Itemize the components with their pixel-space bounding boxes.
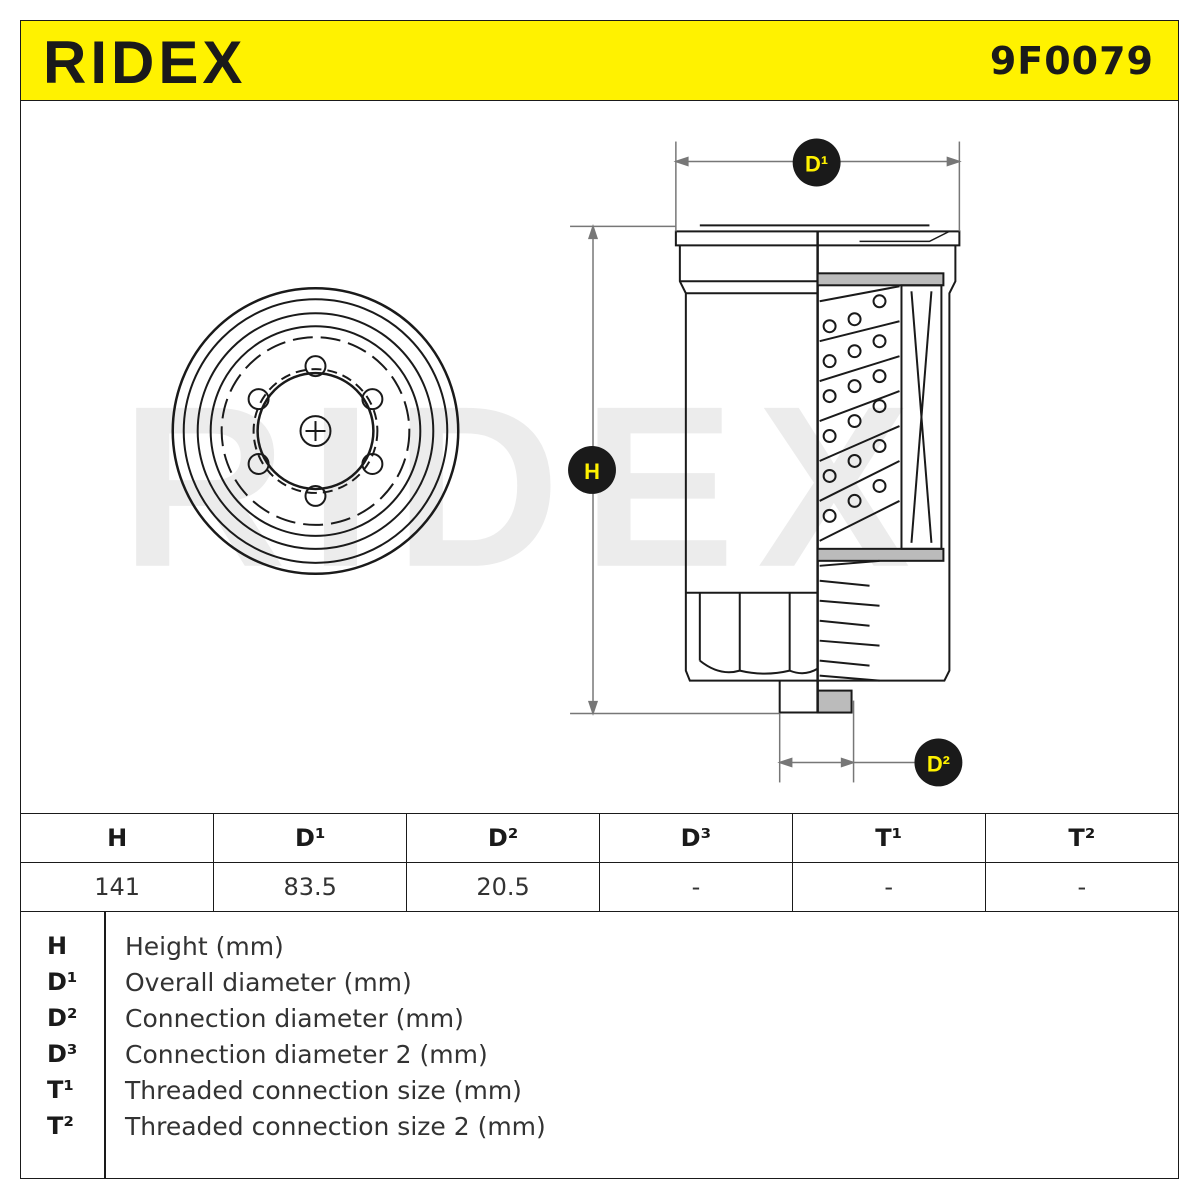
end-view bbox=[171, 287, 460, 576]
svg-text:RIDEX: RIDEX bbox=[43, 29, 246, 96]
legend-text: Connection diameter 2 (mm) bbox=[125, 1040, 488, 1069]
header-d2: D² bbox=[406, 813, 600, 863]
value-t2: - bbox=[984, 862, 1178, 912]
side-view bbox=[674, 224, 961, 714]
legend-item: D³ Connection diameter 2 (mm) bbox=[21, 1040, 1178, 1076]
legend-symbol: T¹ bbox=[47, 1076, 74, 1104]
part-number: 9F0079 bbox=[989, 39, 1154, 83]
legend-text: Threaded connection size (mm) bbox=[125, 1076, 522, 1105]
svg-text:D²: D² bbox=[927, 751, 950, 776]
legend-symbol: H bbox=[47, 932, 68, 960]
legend-symbol: D³ bbox=[47, 1040, 78, 1068]
legend-item: D¹ Overall diameter (mm) bbox=[21, 968, 1178, 1004]
technical-drawing: RIDEX bbox=[121, 138, 963, 787]
header-bar: RIDEX 9F0079 bbox=[21, 21, 1178, 101]
value-d3: - bbox=[598, 862, 793, 912]
legend-text: Connection diameter (mm) bbox=[125, 1004, 464, 1033]
datasheet-frame: RIDEX 9F0079 RIDEX bbox=[20, 20, 1179, 1179]
legend-item: H Height (mm) bbox=[21, 932, 1178, 968]
marker-d2: D² bbox=[914, 738, 963, 787]
header-d3: D³ bbox=[598, 813, 793, 863]
specification-table: H D¹ D² D³ T¹ T² 141 83.5 20.5 - - - bbox=[21, 813, 1178, 912]
legend-item: D² Connection diameter (mm) bbox=[21, 1004, 1178, 1040]
legend-divider bbox=[104, 912, 106, 1179]
marker-h: H bbox=[568, 446, 616, 494]
table-header-row: H D¹ D² D³ T¹ T² bbox=[21, 813, 1178, 863]
ridex-logo: RIDEX bbox=[43, 29, 246, 96]
legend: H Height (mm) D¹ Overall diameter (mm) D… bbox=[21, 911, 1178, 1179]
legend-item: T² Threaded connection size 2 (mm) bbox=[21, 1112, 1178, 1148]
spring bbox=[819, 559, 880, 682]
legend-symbol: D¹ bbox=[47, 968, 78, 996]
svg-text:H: H bbox=[584, 459, 600, 484]
header-t2: T² bbox=[984, 813, 1178, 863]
value-d1: 83.5 bbox=[213, 862, 408, 912]
ridex-watermark: RIDEX bbox=[121, 358, 932, 615]
value-t1: - bbox=[791, 862, 986, 912]
legend-text: Threaded connection size 2 (mm) bbox=[125, 1112, 546, 1141]
legend-symbol: T² bbox=[47, 1112, 74, 1140]
table-row: 141 83.5 20.5 - - - bbox=[21, 862, 1178, 912]
pleat-holes bbox=[822, 294, 887, 523]
svg-text:D¹: D¹ bbox=[805, 151, 828, 176]
value-h: 141 bbox=[21, 862, 215, 912]
legend-text: Height (mm) bbox=[125, 932, 284, 961]
header-d1: D¹ bbox=[213, 813, 408, 863]
marker-d1: D¹ bbox=[792, 138, 841, 187]
header-h: H bbox=[21, 813, 215, 863]
value-d2: 20.5 bbox=[406, 862, 600, 912]
header-t1: T¹ bbox=[791, 813, 986, 863]
legend-text: Overall diameter (mm) bbox=[125, 968, 412, 997]
legend-symbol: D² bbox=[47, 1004, 78, 1032]
legend-item: T¹ Threaded connection size (mm) bbox=[21, 1076, 1178, 1112]
